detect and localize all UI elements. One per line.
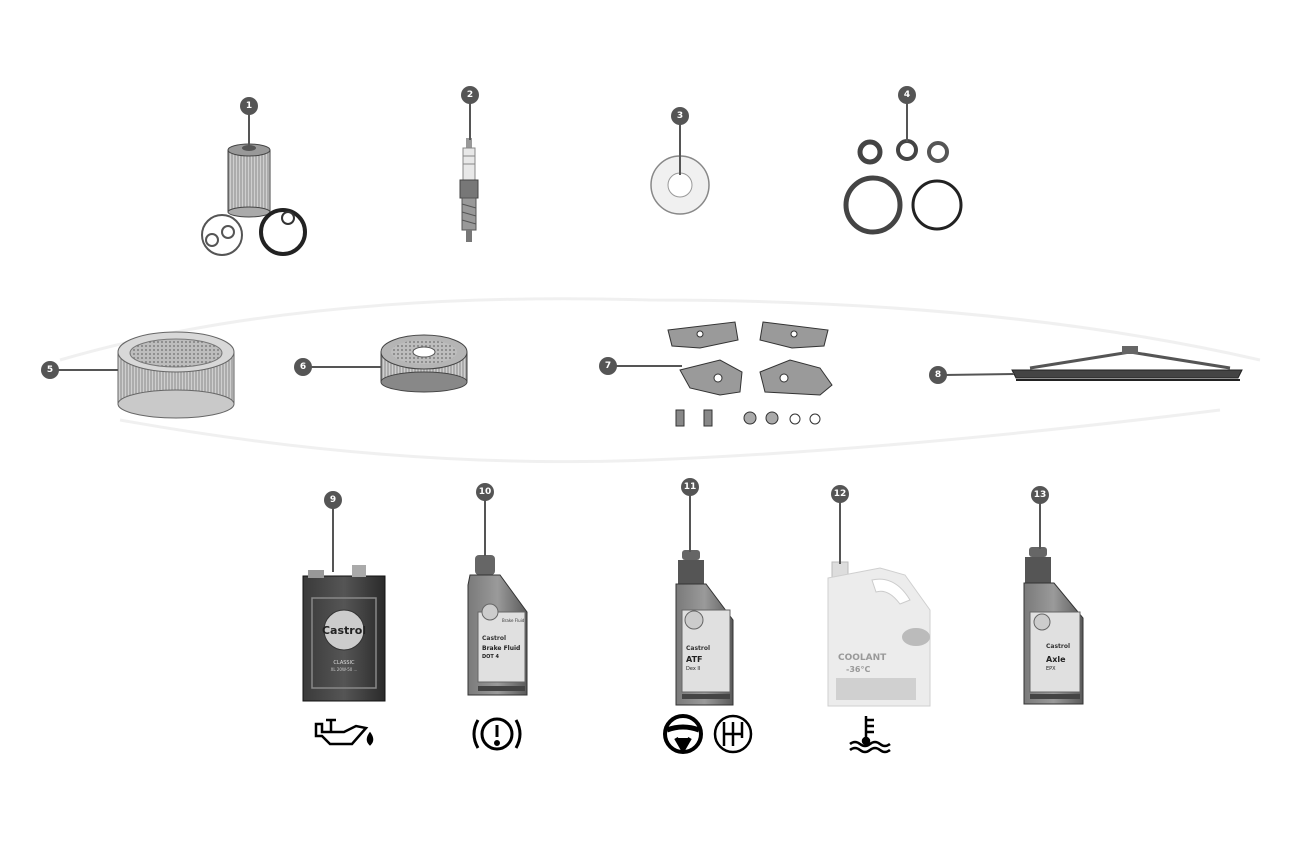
axle-spec: EPX: [1046, 666, 1056, 672]
part-axle-oil-bottle: Castrol Axle EPX: [1023, 547, 1084, 705]
oil-pressure-icon: [314, 718, 374, 746]
coolant-temperature-icon: [849, 716, 891, 754]
part-engine-oil-can: Castrol CLASSIC XL 20W-50 ...: [302, 565, 386, 702]
coolant-spec: -36°C: [846, 665, 870, 674]
brake-fluid-name: Brake Fluid: [482, 645, 520, 652]
part-brake-fluid-bottle: Brake Fluid Castrol Brake Fluid DOT 4: [467, 555, 528, 696]
part-coolant-jug: COOLANT -36°C: [827, 561, 931, 707]
atf-spec: Dex II: [686, 666, 700, 672]
svg-text:6: 6: [300, 362, 306, 372]
coolant-name: COOLANT: [838, 653, 887, 663]
atf-brand: Castrol: [686, 645, 710, 652]
atf-name: ATF: [686, 655, 703, 664]
svg-text:3: 3: [677, 111, 683, 121]
part-air-filter-large: [117, 331, 235, 419]
callout-11: 11: [681, 478, 699, 496]
svg-text:5: 5: [47, 365, 53, 375]
svg-text:2: 2: [467, 90, 473, 100]
svg-text:1: 1: [246, 101, 252, 111]
part-atf-bottle: Castrol ATF Dex II: [675, 550, 734, 706]
callout-4: 4: [898, 86, 916, 104]
svg-text:9: 9: [330, 495, 336, 505]
oil-can-line2: XL 20W-50 ...: [331, 667, 358, 672]
callout-8: 8: [929, 366, 947, 384]
part-oil-filter-kit: [201, 143, 307, 256]
callout-6: 6: [294, 358, 312, 376]
part-wiper-blade: [1011, 346, 1243, 381]
part-bracket-set: [667, 321, 833, 427]
svg-text:11: 11: [684, 482, 697, 492]
callout-badges: 1 2 3 4 5 6 7 8 9 10 11 12 13: [41, 86, 1049, 509]
axle-name: Axle: [1046, 655, 1066, 664]
svg-text:7: 7: [605, 361, 611, 371]
callout-13: 13: [1031, 486, 1049, 504]
svg-text:10: 10: [479, 487, 492, 497]
oil-can-line1: CLASSIC: [333, 660, 355, 666]
callout-5: 5: [41, 361, 59, 379]
svg-text:8: 8: [935, 370, 941, 380]
brake-fluid-tag: Brake Fluid: [502, 618, 525, 623]
callout-1: 1: [240, 97, 258, 115]
steering-wheel-icon: [663, 714, 703, 754]
part-seal-kit: [843, 139, 963, 235]
background-car-ghost: [59, 297, 1261, 464]
brake-warning-icon: [472, 717, 522, 751]
svg-text:13: 13: [1034, 490, 1047, 500]
callout-12: 12: [831, 485, 849, 503]
svg-text:12: 12: [834, 489, 847, 499]
svg-text:4: 4: [904, 90, 910, 100]
callout-3: 3: [671, 107, 689, 125]
callout-2: 2: [461, 86, 479, 104]
leader-lines: [57, 103, 1041, 572]
gearbox-icon: [713, 714, 753, 754]
axle-brand: Castrol: [1046, 643, 1070, 650]
part-air-filter-small: [380, 334, 468, 393]
brake-fluid-brand: Castrol: [482, 635, 506, 642]
part-spark-plug: [459, 138, 479, 242]
callout-7: 7: [599, 357, 617, 375]
brake-fluid-spec: DOT 4: [482, 654, 500, 660]
callout-9: 9: [324, 491, 342, 509]
callout-10: 10: [476, 483, 494, 501]
oil-can-brand: Castrol: [322, 624, 366, 637]
